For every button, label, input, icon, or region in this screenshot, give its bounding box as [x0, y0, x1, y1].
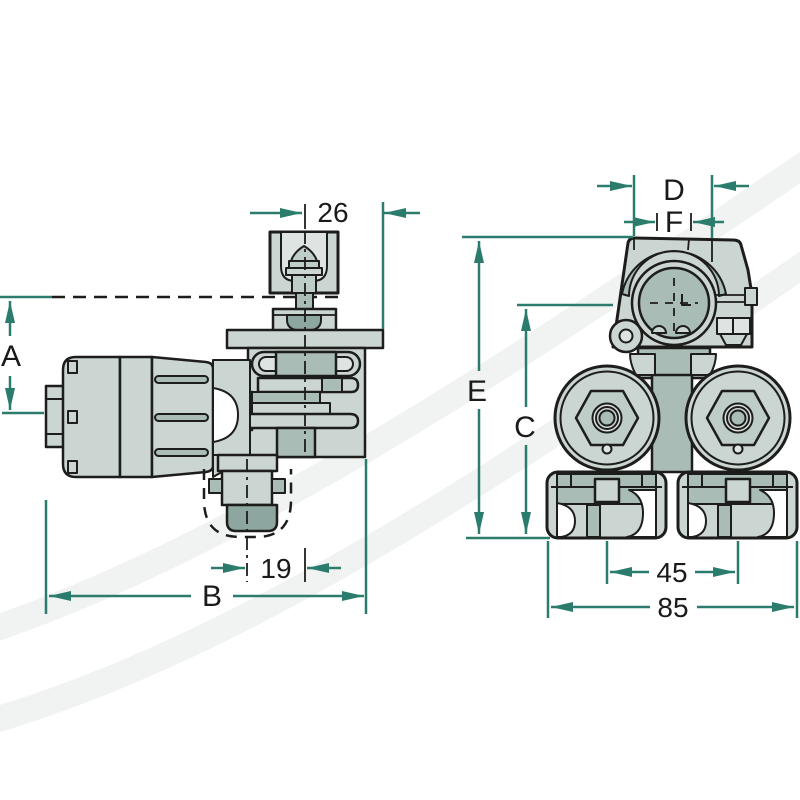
dim-a-label: A: [1, 340, 21, 373]
solenoid-connector: [44, 355, 253, 479]
block-key: [724, 477, 752, 504]
dim-19: 19: [211, 553, 341, 584]
dim-e: E: [462, 235, 633, 540]
dim-c: C: [514, 303, 613, 534]
dim-85-label: 85: [657, 592, 688, 623]
shroud-arc: [621, 250, 727, 297]
dim-b: B: [44, 459, 368, 614]
front-view: D F E C: [462, 174, 799, 623]
left-wing-tab: [629, 353, 656, 376]
pin-socket: [675, 325, 691, 334]
socket-key-mark: [681, 294, 691, 306]
dim-e-label: E: [467, 375, 487, 408]
dim-d-label: D: [663, 174, 685, 207]
din-connector-head: [608, 236, 758, 354]
pin-socket: [651, 325, 667, 334]
dim-c-label: C: [514, 411, 536, 444]
dim-a: A: [0, 295, 52, 415]
left-knob: [553, 364, 661, 472]
dim-45-label: 45: [656, 557, 687, 588]
dim-26-label: 26: [317, 197, 348, 228]
socket-face: [637, 266, 711, 340]
body-cutout: [212, 387, 239, 443]
side-view: 26 A 19 B: [0, 197, 420, 614]
bottom-port: [202, 453, 293, 539]
port-plug: [225, 503, 279, 533]
top-plug: [268, 230, 340, 334]
coil-section: [231, 350, 362, 459]
right-wing-tab: [690, 353, 717, 376]
plug-dashed-outline: [202, 469, 293, 539]
right-knob: [684, 364, 792, 472]
dim-f-label: F: [665, 206, 683, 239]
dim-b-label: B: [202, 580, 222, 613]
dim-45: 45: [605, 541, 740, 588]
left-terminal-block: [545, 470, 668, 540]
dim-85: 85: [546, 541, 799, 623]
dim-d: D: [597, 174, 749, 238]
armature: [275, 426, 317, 459]
dim-f: F: [624, 206, 724, 239]
side-tab: [744, 287, 758, 306]
right-terminal-block: [676, 470, 799, 540]
dim-26: 26: [250, 197, 420, 329]
dim-19-label: 19: [260, 553, 291, 584]
block-key: [593, 477, 621, 504]
